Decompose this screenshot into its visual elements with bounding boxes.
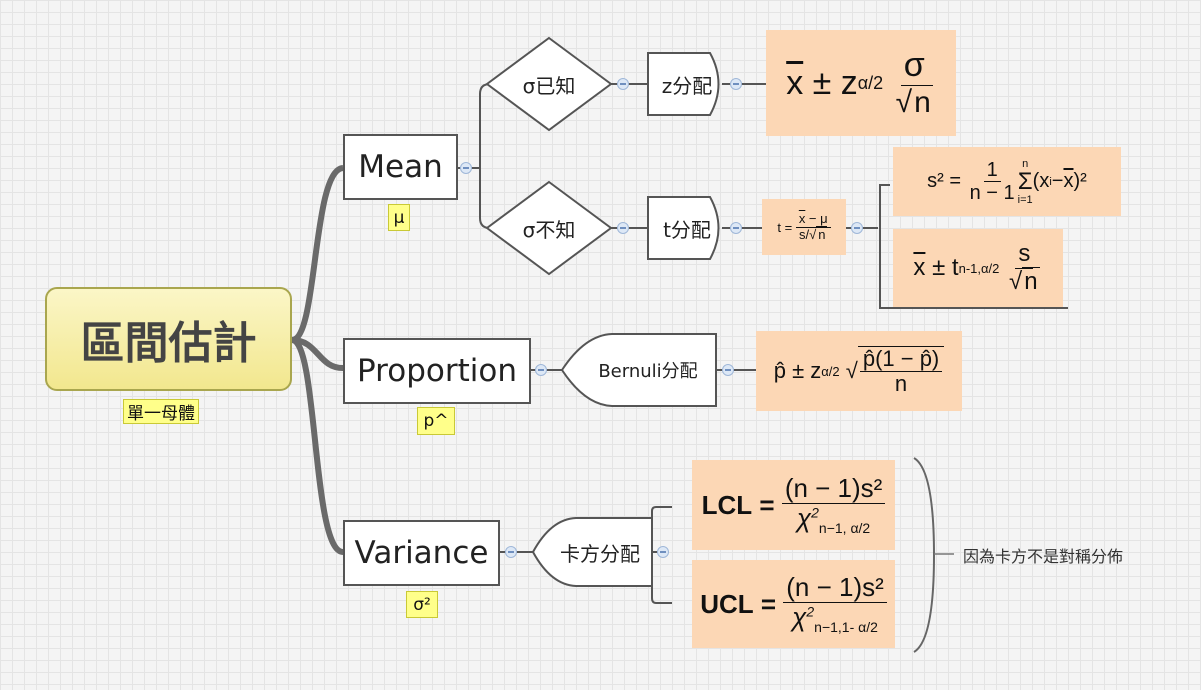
sigma-unknown-collapse-toggle[interactable] [617, 222, 629, 234]
variance-note[interactable]: σ² [406, 591, 438, 618]
t-collapse-toggle[interactable] [730, 222, 742, 234]
z-distribution-topic[interactable]: z分配 [661, 73, 713, 98]
root-topic[interactable]: 區間估計 [45, 287, 292, 391]
bernuli-distribution-topic[interactable]: Bernuli分配 [598, 361, 698, 382]
chi-square-collapse-toggle[interactable] [657, 546, 669, 558]
sigma-known-topic[interactable]: σ已知 [522, 73, 576, 98]
proportion-collapse-toggle[interactable] [535, 364, 547, 376]
t-distribution-topic[interactable]: t分配 [663, 217, 711, 242]
sigma-known-collapse-toggle[interactable] [617, 78, 629, 90]
chi-square-distribution-topic[interactable]: 卡方分配 [560, 541, 640, 566]
mean-collapse-toggle[interactable] [460, 162, 472, 174]
z-collapse-toggle[interactable] [730, 78, 742, 90]
proportion-note[interactable]: p^ [417, 407, 455, 435]
mean-note[interactable]: μ [388, 204, 410, 231]
root-note[interactable]: 單一母體 [123, 399, 199, 424]
asymmetry-remark[interactable]: 因為卡方不是對稱分佈 [963, 547, 1124, 566]
t-statistic-collapse-toggle[interactable] [851, 222, 863, 234]
variance-collapse-toggle[interactable] [505, 546, 517, 558]
variance-topic[interactable]: Variance [343, 520, 500, 586]
mean-topic[interactable]: Mean [343, 134, 458, 200]
bernuli-collapse-toggle[interactable] [722, 364, 734, 376]
proportion-topic[interactable]: Proportion [343, 338, 531, 404]
sigma-unknown-topic[interactable]: σ不知 [522, 217, 576, 242]
